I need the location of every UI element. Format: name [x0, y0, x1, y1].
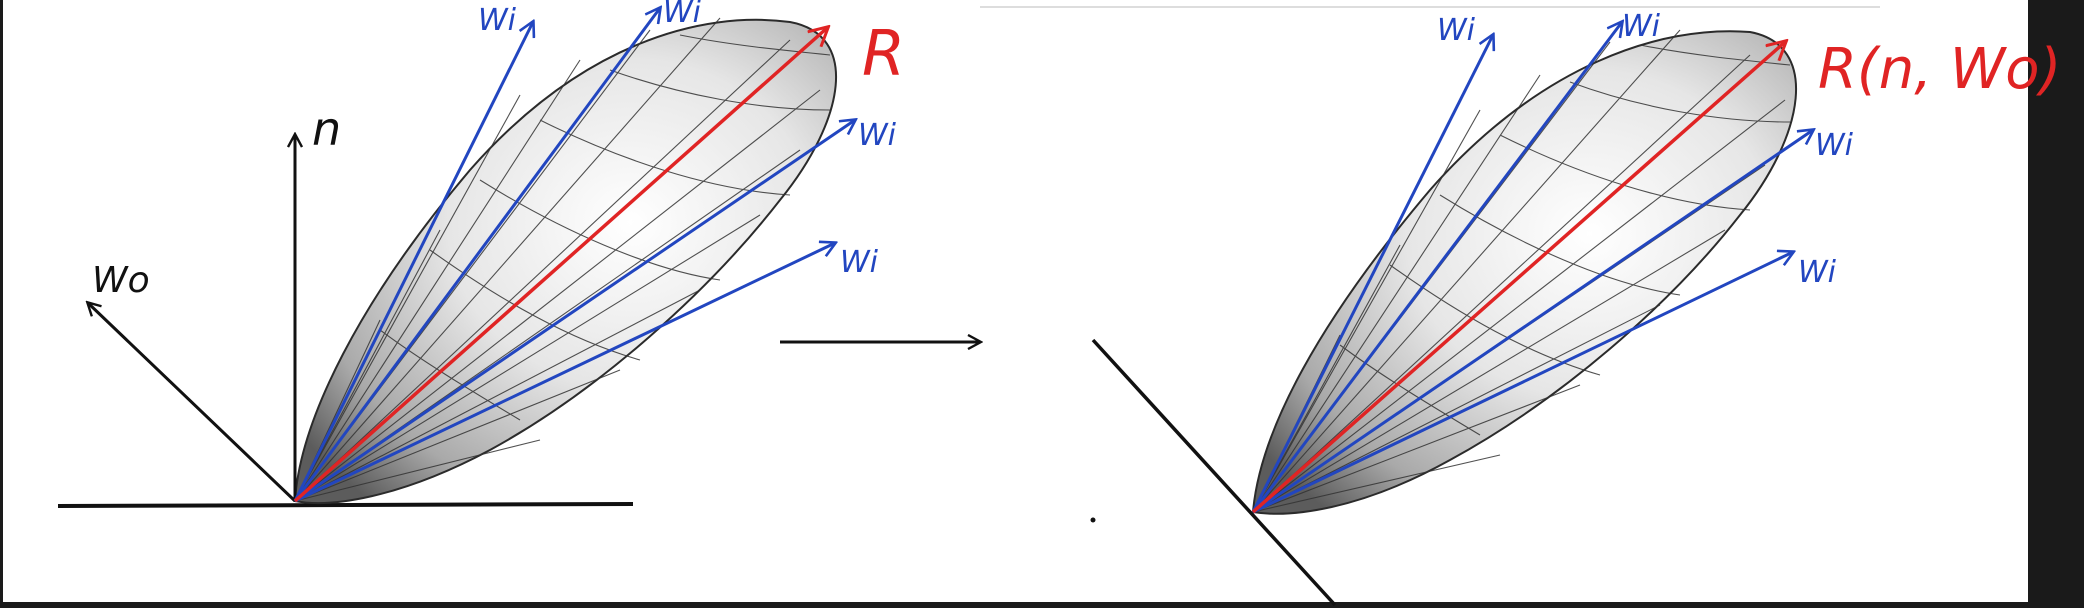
stray-dot	[1090, 517, 1096, 523]
left-diagram: n Wo Wi Wi Wi Wi R	[57, 0, 905, 508]
right-incoming-label-3: Wi	[1815, 128, 1854, 163]
left-normal-label: n	[312, 102, 341, 156]
right-diagram: Wi Wi Wi Wi R(n, Wo)	[980, 6, 2061, 607]
right-reflection-arrow	[1251, 42, 1785, 514]
right-incoming-arrow-1	[1251, 35, 1493, 513]
left-reflection-arrow	[293, 28, 827, 503]
left-incoming-label-3: Wi	[858, 118, 897, 153]
left-surface-line	[57, 502, 634, 508]
left-reflection-label: R	[862, 17, 905, 90]
right-incoming-label-2: Wi	[1622, 9, 1661, 44]
right-incoming-arrow-3	[1252, 130, 1813, 514]
left-incoming-arrow-4	[294, 243, 835, 503]
left-incoming-label-1: Wi	[478, 3, 517, 38]
right-incoming-label-1: Wi	[1437, 13, 1476, 48]
left-outgoing-label: Wo	[92, 260, 150, 301]
right-incoming-arrow-2	[1251, 22, 1622, 513]
right-incoming-arrow-4	[1252, 252, 1793, 514]
left-incoming-arrow-1	[293, 22, 533, 502]
left-incoming-arrow-2	[293, 8, 660, 502]
left-incoming-label-2: Wi	[663, 0, 702, 30]
right-incoming-label-4: Wi	[1798, 255, 1837, 290]
right-reflection-label: R(n, Wo)	[1818, 37, 2061, 102]
left-outgoing-arrow	[88, 303, 297, 503]
left-incoming-arrow-3	[294, 120, 855, 503]
right-surface-line	[1091, 338, 1337, 607]
left-incoming-label-4: Wi	[840, 245, 879, 280]
